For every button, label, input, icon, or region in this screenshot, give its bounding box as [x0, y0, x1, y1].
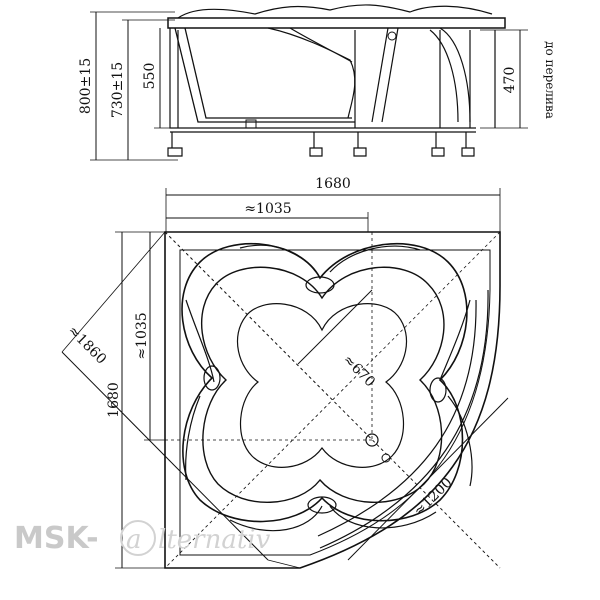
center-lines — [165, 232, 373, 441]
rim-contour — [177, 4, 493, 19]
tub-body-left — [174, 27, 355, 123]
ext-diagonal-b — [267, 559, 301, 569]
apron-curve-1 — [319, 289, 489, 549]
right-arm-contours — [439, 299, 473, 487]
ext-diagonal-a — [61, 231, 166, 353]
basin-floor — [236, 303, 408, 468]
side-view: 800±15 730±15 550 470 до перелива — [78, 4, 557, 161]
watermark-brand: MSK- — [14, 521, 99, 556]
dim-height: 1680 — [106, 382, 122, 418]
front-wall — [371, 27, 399, 123]
dim-width: 1680 — [315, 176, 351, 192]
apron-curve-2 — [317, 299, 477, 537]
dim-height-rim: 730±15 — [110, 62, 126, 118]
frame-feet — [167, 132, 475, 157]
top-view: 1680 ≈1035 1680 ≈1035 ≈1860 ≈670 ≈1200 — [61, 176, 509, 569]
dim-inner-width: ≈1035 — [244, 201, 291, 217]
dim-front-width: ≈1200 — [411, 475, 456, 520]
lobe-junctions — [203, 276, 447, 514]
dim-line-inner-diagonal — [297, 289, 373, 365]
tub-body-inner — [184, 27, 352, 119]
basin-outer — [181, 242, 468, 523]
watermark: MSK- a lternativ — [14, 520, 271, 556]
watermark-logo-letter: a — [126, 525, 142, 555]
center-diagonal — [164, 231, 501, 569]
tub-outline — [164, 231, 501, 569]
dim-overflow-label: до перелива — [543, 41, 557, 119]
frame-base — [169, 28, 476, 133]
dim-height-inner: 550 — [142, 63, 158, 90]
seat-contour — [267, 27, 356, 119]
seat-contour-2 — [289, 27, 353, 63]
frame-posts — [177, 30, 496, 128]
watermark-logo-word: lternativ — [158, 525, 271, 555]
dim-inner-height: ≈1035 — [134, 312, 150, 359]
basin-inner — [201, 266, 445, 503]
tub-rim-outline — [179, 249, 491, 556]
dim-height-total: 800±15 — [78, 58, 94, 114]
watermark-logo-ring — [120, 520, 156, 556]
top-arm-contours — [239, 244, 421, 273]
cross-diagonal — [164, 231, 501, 569]
dim-overflow-height: 470 — [502, 67, 518, 94]
overflow-icon — [381, 453, 391, 463]
drain-icon — [365, 433, 379, 447]
overflow-fitting — [387, 31, 397, 41]
left-arm-contours — [185, 299, 215, 481]
side-wall — [429, 27, 471, 123]
tub-rim — [167, 17, 506, 29]
drain-fitting — [245, 119, 257, 129]
